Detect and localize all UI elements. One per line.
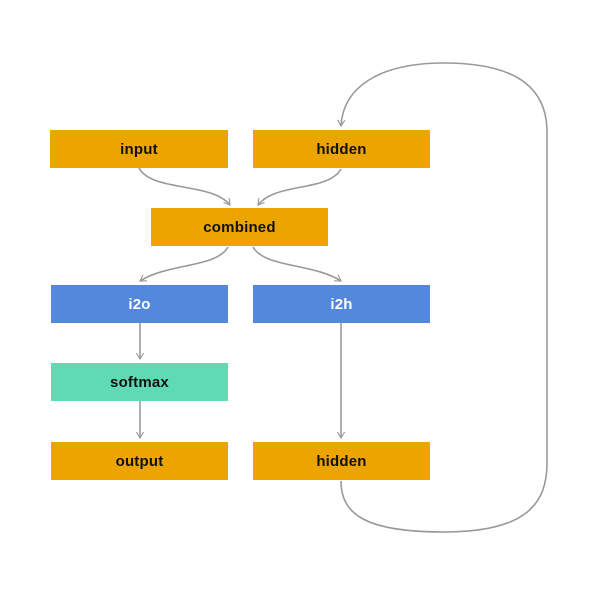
edge-combined-to-i2h xyxy=(252,246,342,282)
node-combined-label: combined xyxy=(203,218,276,236)
edge-combined-to-i2o xyxy=(139,246,229,282)
node-output: output xyxy=(51,442,228,480)
node-i2o: i2o xyxy=(51,285,228,323)
edge-recurrent-loop xyxy=(337,62,548,533)
node-input: input xyxy=(50,130,228,168)
node-softmax: softmax xyxy=(51,363,228,401)
node-input-label: input xyxy=(120,140,158,158)
node-hidden-bottom: hidden xyxy=(253,442,430,480)
node-combined: combined xyxy=(151,208,328,246)
node-output-label: output xyxy=(115,452,164,470)
node-hidden-top-label: hidden xyxy=(316,140,367,158)
edge-hiddentop-to-combined xyxy=(257,168,342,206)
node-softmax-label: softmax xyxy=(110,373,169,391)
node-hidden-top: hidden xyxy=(253,130,430,168)
node-hidden-bottom-label: hidden xyxy=(316,452,367,470)
node-i2h: i2h xyxy=(253,285,430,323)
node-i2h-label: i2h xyxy=(330,295,353,313)
edge-input-to-combined xyxy=(138,167,231,206)
node-i2o-label: i2o xyxy=(128,295,151,313)
